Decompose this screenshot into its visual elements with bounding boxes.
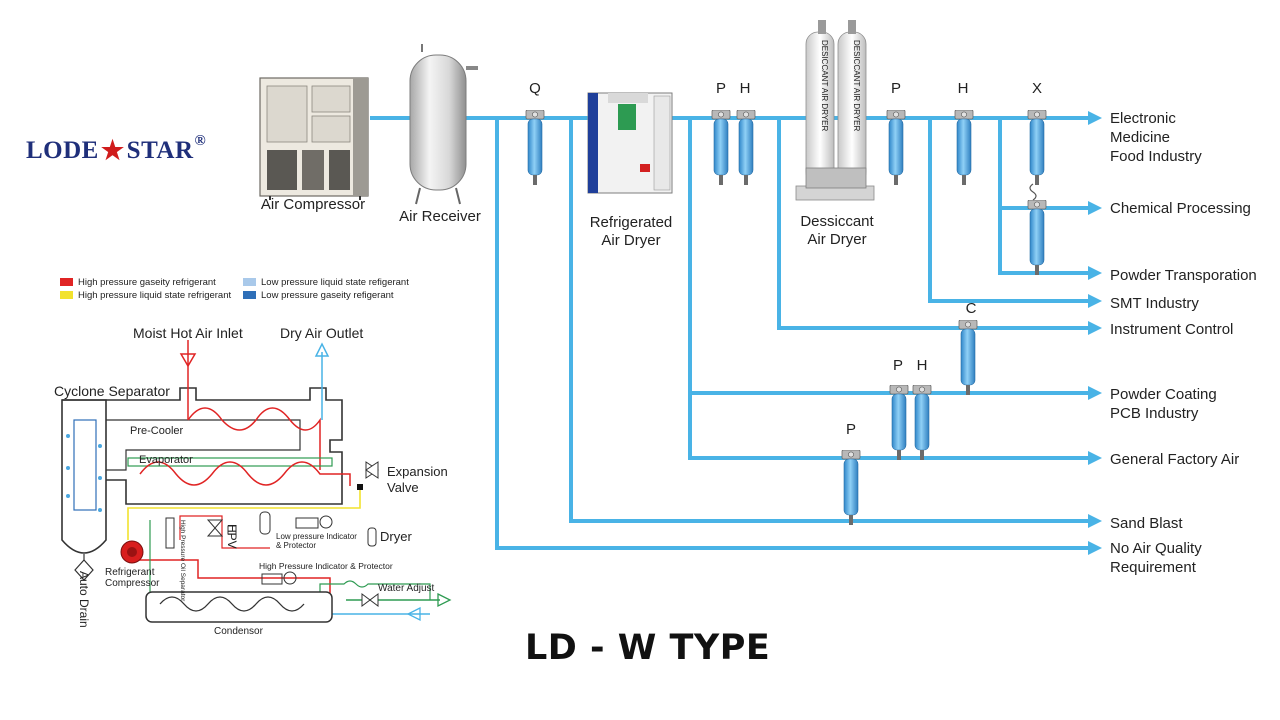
schematic-dryer-label: Dryer <box>380 529 412 544</box>
star-icon: ★ <box>100 136 125 165</box>
output-instrument: Instrument Control <box>1110 321 1234 338</box>
schematic-condensor-label: Condensor <box>214 626 263 637</box>
legend-high-liquid: High pressure liquid state refrigerant <box>78 290 232 301</box>
schematic-auto-drain-label: Auto Drain <box>77 571 91 628</box>
output-electronic-3: Food Industry <box>1110 148 1202 165</box>
pipe-network <box>370 116 1092 550</box>
output-powder-coating-1: Powder Coating <box>1110 386 1217 403</box>
brand-logo: LODE ★ STAR ® <box>26 132 207 166</box>
page-title: LD - W TYPE <box>525 628 771 668</box>
output-powder-coating-2: PCB Industry <box>1110 405 1199 422</box>
filter-tag-h1: H <box>739 80 751 97</box>
refrigerated-dryer-unit <box>587 92 673 194</box>
filter-p2 <box>886 110 906 186</box>
output-electronic-2: Medicine <box>1110 129 1171 146</box>
desiccant-dryer-label-1: Dessiccant <box>800 213 874 230</box>
schematic-water-adjust-label: Water Adjust <box>378 583 435 594</box>
filter-tag-p3: P <box>892 357 904 374</box>
x-filter-connector <box>1029 183 1037 201</box>
filter-h1 <box>736 110 756 186</box>
schematic-oil-separator-label: High Pressure Oil Separator <box>179 520 186 602</box>
filter-p4 <box>841 450 861 526</box>
air-receiver-tank <box>409 44 478 205</box>
desiccant-dryer-unit <box>795 20 875 201</box>
legend-low-gas: Low pressure gaseity refigerant <box>261 290 394 301</box>
schematic-outlet-label: Dry Air Outlet <box>280 325 364 341</box>
desiccant-dryer-label-2: Air Dryer <box>807 231 867 248</box>
output-electronic-1: Electronic <box>1110 110 1176 127</box>
filter-tag-x: X <box>1031 80 1043 97</box>
brand-name-left: LODE <box>26 137 99 164</box>
schematic-refrig-comp-label-1: Refrigerant <box>105 567 155 578</box>
registered-mark: ® <box>194 132 207 149</box>
filter-tag-p4: P <box>845 421 857 438</box>
schematic-expansion-label-2: Valve <box>387 480 419 495</box>
output-chemical: Chemical Processing <box>1110 200 1251 217</box>
output-general: General Factory Air <box>1110 451 1240 468</box>
legend-swatches <box>60 278 256 299</box>
output-smt: SMT Industry <box>1110 295 1199 312</box>
output-no-air-2: Requirement <box>1110 559 1196 576</box>
brand-name-right: STAR <box>126 137 194 164</box>
filter-x2 <box>1027 200 1047 276</box>
schematic-precooler-label: Pre-Cooler <box>130 425 184 437</box>
schematic-hpv-label: HPV <box>225 524 239 549</box>
refrigerated-dryer-label-1: Refrigerated <box>589 214 673 231</box>
output-arrows <box>1088 111 1102 555</box>
schematic-low-indicator-2: & Protector <box>276 541 317 550</box>
filter-tag-p1: P <box>715 80 727 97</box>
schematic-high-indicator-label: High Pressure Indicator & Protector <box>259 561 393 571</box>
filter-c <box>958 320 978 396</box>
air-compressor-unit <box>259 77 369 200</box>
filter-p3 <box>889 385 909 461</box>
legend-low-liquid: Low pressure liquid state refigerant <box>261 277 409 288</box>
filter-tag-h3: H <box>916 357 928 374</box>
output-powder-transport: Powder Transporation <box>1110 267 1257 284</box>
filter-p1 <box>711 110 731 186</box>
output-sand-blast: Sand Blast <box>1110 515 1183 532</box>
output-no-air-1: No Air Quality <box>1110 540 1202 557</box>
schematic-inlet-label: Moist Hot Air Inlet <box>133 325 243 341</box>
filter-h3 <box>912 385 932 461</box>
schematic-cyclone-label: Cyclone Separator <box>54 383 170 399</box>
filter-q <box>525 110 545 186</box>
filter-tag-c: C <box>965 300 977 317</box>
filter-tag-h2: H <box>957 80 969 97</box>
schematic-low-indicator-1: Low pressure Indicator <box>276 532 357 541</box>
filter-tag-q: Q <box>529 80 541 97</box>
legend-high-gas: High pressure gaseity refrigerant <box>78 277 216 288</box>
air-compressor-label: Air Compressor <box>260 196 366 213</box>
filter-h2 <box>954 110 974 186</box>
desiccant-tower-text-left: DESICCANT AIR DRYER <box>820 40 829 132</box>
desiccant-tower-text-right: DESICCANT AIR DRYER <box>852 40 861 132</box>
schematic-refrig-comp-label-2: Compressor <box>105 578 160 589</box>
dryer-schematic <box>61 340 452 623</box>
schematic-evaporator-label: Evaporator <box>139 454 193 466</box>
filter-x1 <box>1027 110 1047 186</box>
schematic-expansion-label-1: Expansion <box>387 464 448 479</box>
filter-tag-p2: P <box>890 80 902 97</box>
air-receiver-label: Air Receiver <box>399 208 481 225</box>
refrigerated-dryer-label-2: Air Dryer <box>601 232 661 249</box>
